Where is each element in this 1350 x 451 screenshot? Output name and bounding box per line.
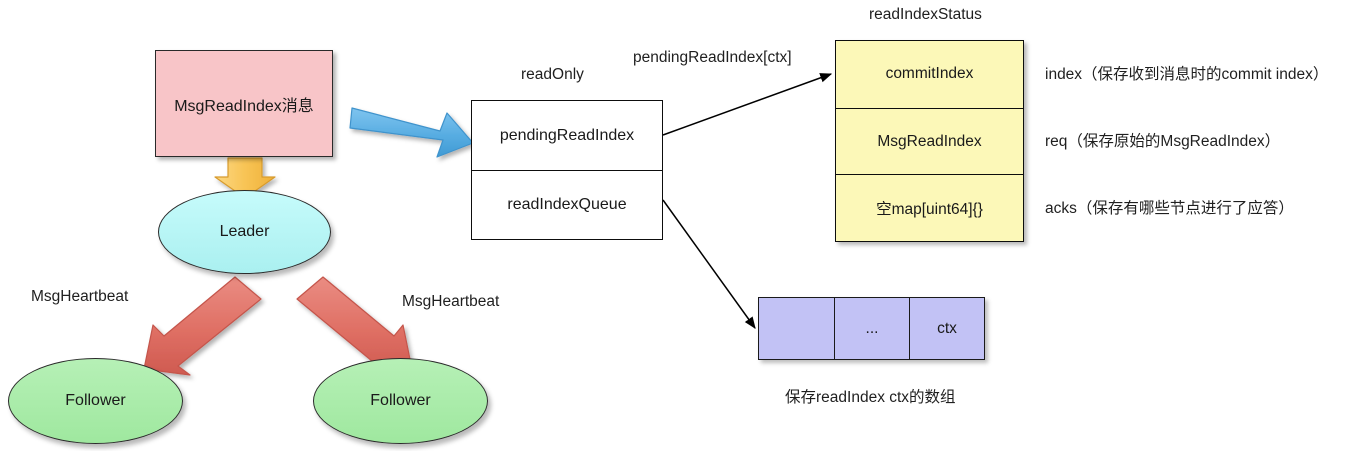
readonly-row-pendingreadindex: pendingReadIndex <box>472 101 662 170</box>
ctx-array-cell-1: ... <box>834 298 909 359</box>
msg-readindex-message-label: MsgReadIndex消息 <box>174 97 314 115</box>
readindexstatus-title-label: readIndexStatus <box>869 6 982 23</box>
pendingreadindex-ctx-edge-label: pendingReadIndex[ctx] <box>633 49 792 66</box>
line-to-ctx-array <box>662 199 756 329</box>
readindexstatus-row-acksmap: 空map[uint64]{} <box>836 174 1023 241</box>
ctx-array-cell-2-label: ctx <box>937 319 957 337</box>
readonly-title-label: readOnly <box>521 66 584 83</box>
ctx-array-box: ... ctx <box>758 297 985 360</box>
annotation-req: req（保存原始的MsgReadIndex） <box>1045 133 1281 150</box>
msg-readindex-message-box: MsgReadIndex消息 <box>155 50 333 157</box>
readonly-struct-box: pendingReadIndex readIndexQueue <box>471 100 663 240</box>
annotation-index: index（保存收到消息时的commit index） <box>1045 66 1329 83</box>
readindexstatus-row-msgreadindex: MsgReadIndex <box>836 107 1023 175</box>
readindexstatus-row-acksmap-label: 空map[uint64]{} <box>876 201 983 219</box>
readindexstatus-row-msgreadindex-label: MsgReadIndex <box>877 132 982 150</box>
annotation-acks: acks（保存有哪些节点进行了应答） <box>1045 200 1294 217</box>
node-follower-left-label: Follower <box>65 392 126 409</box>
readonly-row-readindexqueue: readIndexQueue <box>472 170 662 239</box>
node-leader: Leader <box>158 190 331 274</box>
ctx-array-cell-0 <box>759 298 834 359</box>
node-follower-right: Follower <box>313 358 488 444</box>
blue-block-arrow-icon <box>349 107 474 158</box>
msgheartbeat-label-right: MsgHeartbeat <box>402 293 500 310</box>
readindexstatus-row-commitindex-label: commitIndex <box>885 65 974 83</box>
red-block-arrow-left-icon <box>143 276 262 376</box>
node-follower-left: Follower <box>8 358 183 444</box>
msgheartbeat-label-left: MsgHeartbeat <box>31 288 129 305</box>
node-leader-label: Leader <box>219 223 270 240</box>
ctx-array-caption: 保存readIndex ctx的数组 <box>785 389 956 406</box>
readonly-row-readindexqueue-label: readIndexQueue <box>507 196 627 213</box>
readindexstatus-struct-box: commitIndex MsgReadIndex 空map[uint64]{} <box>835 40 1024 242</box>
readindexstatus-row-commitindex: commitIndex <box>836 41 1023 108</box>
line-to-readindexstatus <box>662 73 833 136</box>
readonly-row-pendingreadindex-label: pendingReadIndex <box>499 126 635 144</box>
ctx-array-cell-2: ctx <box>909 298 984 359</box>
ctx-array-cell-1-label: ... <box>865 319 879 337</box>
node-follower-right-label: Follower <box>370 392 431 409</box>
